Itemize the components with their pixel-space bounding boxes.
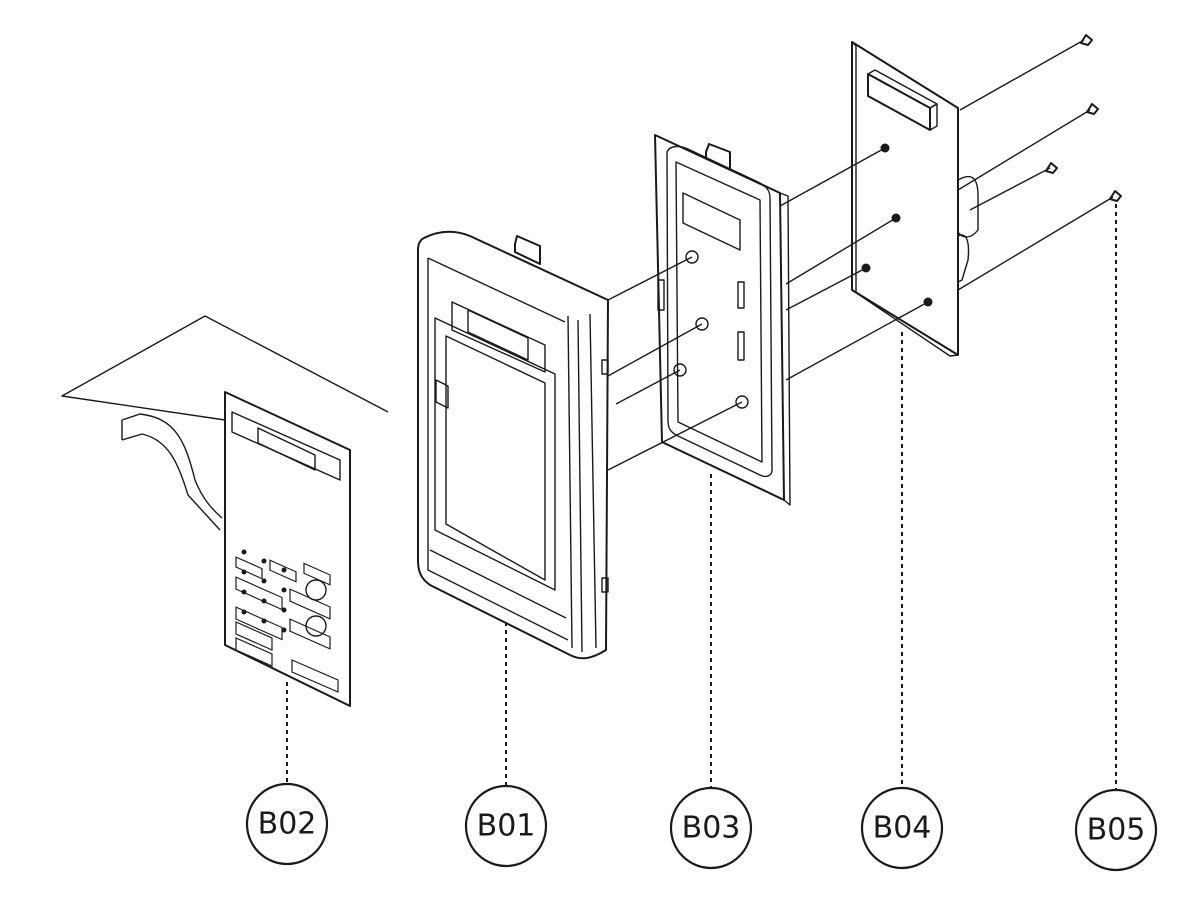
part-b03-inner-holder: [654, 134, 791, 506]
callout-b05: B05: [1074, 788, 1158, 872]
keypad-panel: [224, 391, 351, 707]
callout-b04: B04: [860, 786, 944, 870]
callout-label: B04: [873, 811, 932, 846]
keypad-round-button-2: [305, 615, 327, 637]
callout-b03: B03: [669, 786, 753, 870]
callout-leaders: [286, 204, 1117, 792]
keypad-display-window: [257, 427, 316, 471]
part-b01-front-frame: [417, 230, 609, 660]
callout-label: B01: [477, 809, 536, 844]
screw-icon: [1086, 103, 1099, 115]
part-b04-circuit-board: [851, 41, 979, 357]
ribbon-cable: [121, 413, 223, 531]
part-b05-screws: [1045, 34, 1122, 202]
leader-line-b02: [61, 315, 389, 421]
part-b02-membrane-keypad: [61, 315, 389, 707]
screw-icon: [1080, 34, 1093, 46]
assembly-guide-lines: [607, 39, 1114, 471]
keypad-round-button-1: [305, 579, 327, 601]
callout-b01: B01: [464, 784, 548, 868]
callout-label: B05: [1087, 813, 1146, 848]
callout-label: B02: [258, 807, 317, 842]
screw-icon: [1109, 190, 1122, 202]
keypad-display-frame: [231, 411, 341, 481]
keypad-number-keys: [241, 549, 287, 633]
callout-label: B03: [682, 811, 741, 846]
screw-icon: [1045, 162, 1058, 174]
callout-b02: B02: [245, 782, 329, 866]
